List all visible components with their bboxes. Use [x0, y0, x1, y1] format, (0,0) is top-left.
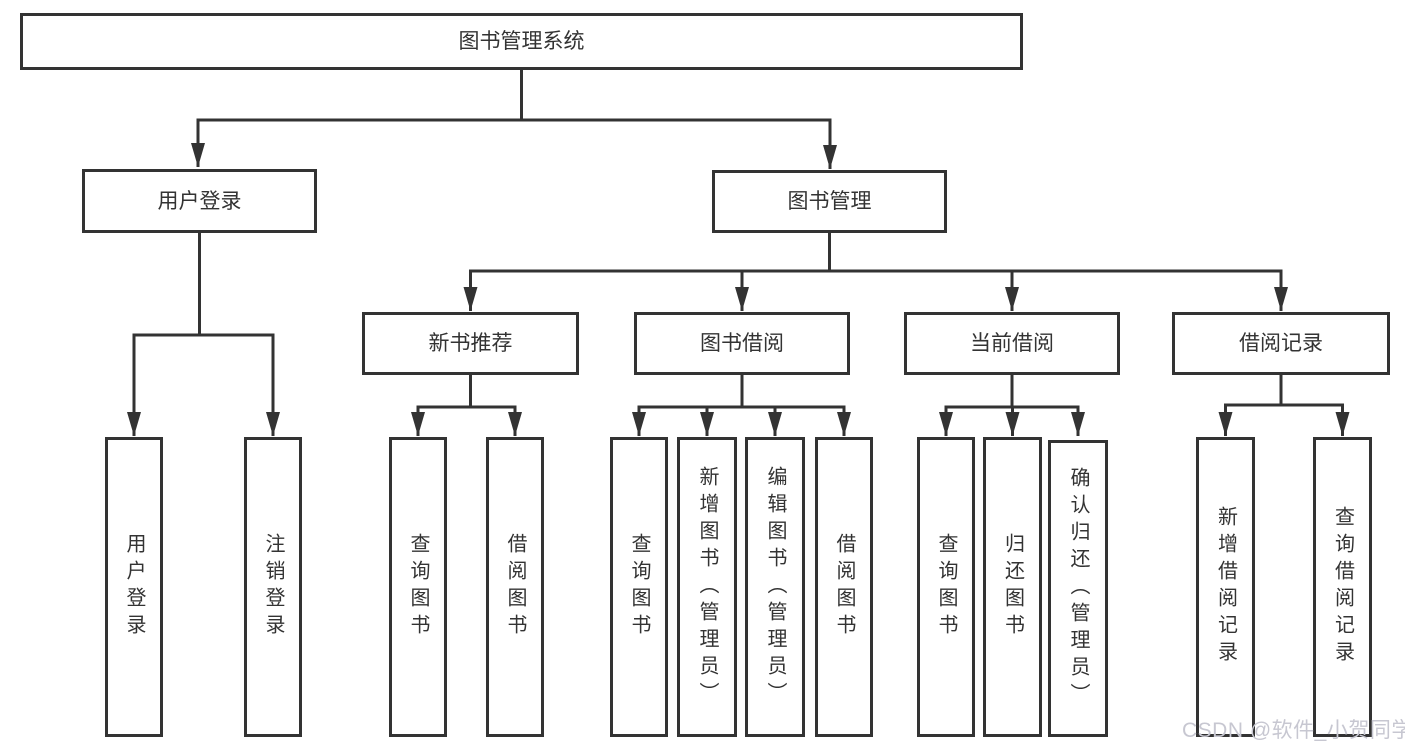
leaf-label: 新增借阅记录 — [1214, 506, 1237, 668]
leaf-borrow-books: 借阅图书 — [815, 437, 873, 737]
leaf-label: 确认归还（管理员） — [1067, 467, 1089, 710]
node-user-login: 用户登录 — [82, 169, 317, 233]
leaf-label: 借阅图书 — [504, 533, 526, 641]
node-label: 新书推荐 — [428, 332, 513, 355]
leaf-add-borrow-record: 新增借阅记录 — [1196, 437, 1255, 737]
node-new-book-recommend: 新书推荐 — [362, 312, 579, 375]
leaf-query-borrow-record: 查询借阅记录 — [1313, 437, 1372, 737]
leaf-label: 新增图书（管理员） — [696, 465, 718, 709]
csdn-watermark: CSDN @软件_小贺同学 — [1182, 719, 1405, 742]
leaf-return-books: 归还图书 — [983, 437, 1042, 737]
node-label: 图书管理 — [787, 190, 872, 213]
leaf-add-book-admin: 新增图书（管理员） — [677, 437, 737, 737]
leaf-logout: 注销登录 — [244, 437, 302, 737]
node-book-management: 图书管理 — [712, 170, 947, 233]
leaf-label: 编辑图书（管理员） — [764, 465, 786, 709]
leaf-label: 查询图书 — [628, 533, 650, 641]
leaf-label: 查询图书 — [935, 533, 957, 641]
leaf-label: 用户登录 — [123, 533, 145, 641]
leaf-query-books: 查询图书 — [389, 437, 447, 737]
node-borrow-records: 借阅记录 — [1172, 312, 1390, 375]
leaf-edit-book-admin: 编辑图书（管理员） — [745, 437, 805, 737]
leaf-user-login: 用户登录 — [105, 437, 163, 737]
node-root-label: 图书管理系统 — [458, 30, 585, 53]
leaf-label: 查询图书 — [407, 533, 429, 641]
node-label: 当前借阅 — [970, 332, 1054, 355]
node-label: 图书借阅 — [700, 332, 784, 355]
node-book-borrow: 图书借阅 — [634, 312, 850, 375]
node-label: 用户登录 — [157, 189, 242, 213]
node-root: 图书管理系统 — [20, 13, 1023, 70]
leaf-confirm-return-admin: 确认归还（管理员） — [1048, 440, 1108, 737]
node-label: 借阅记录 — [1239, 332, 1323, 355]
leaf-label: 注销登录 — [262, 533, 284, 641]
node-current-borrow: 当前借阅 — [904, 312, 1120, 375]
leaf-label: 归还图书 — [1001, 533, 1024, 641]
leaf-borrow-books: 借阅图书 — [486, 437, 544, 737]
leaf-label: 查询借阅记录 — [1331, 506, 1354, 668]
leaf-query-books: 查询图书 — [610, 437, 668, 737]
leaf-query-books: 查询图书 — [917, 437, 975, 737]
leaf-label: 借阅图书 — [833, 533, 855, 641]
